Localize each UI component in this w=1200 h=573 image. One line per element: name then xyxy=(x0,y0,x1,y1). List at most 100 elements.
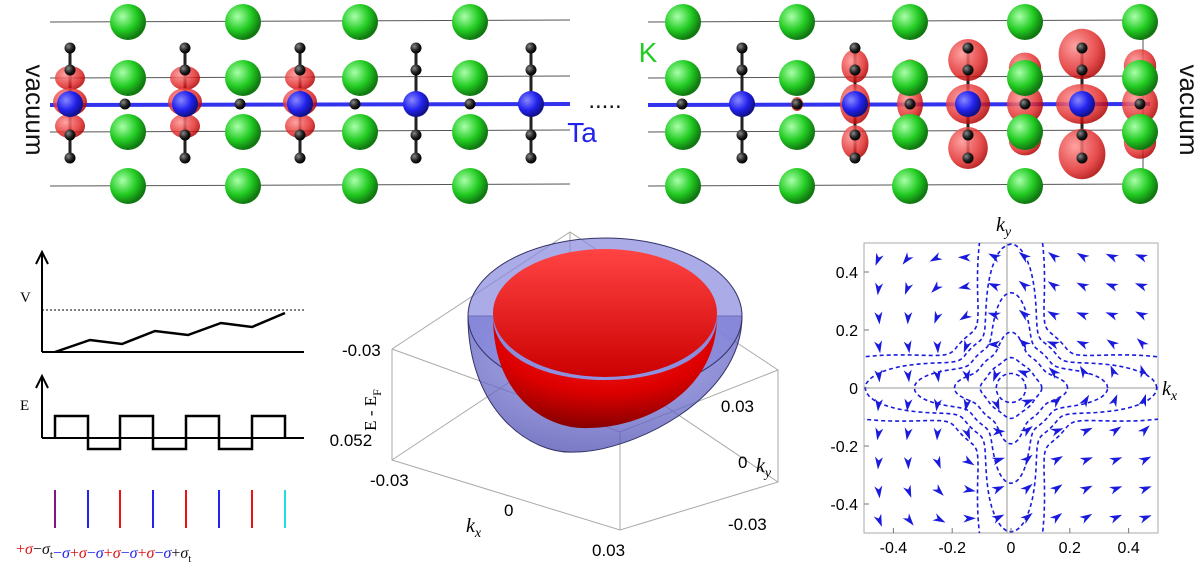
spin-arrow xyxy=(903,340,912,354)
spin-arrow xyxy=(932,455,941,469)
spin-arrow xyxy=(1138,486,1152,495)
spin-arrow xyxy=(1136,338,1149,350)
c-atom xyxy=(64,152,76,164)
c-atom xyxy=(736,42,748,54)
c-atom xyxy=(410,152,422,164)
ta-atom-label: Ta xyxy=(567,117,597,148)
k-atom xyxy=(110,114,146,150)
c-atom xyxy=(234,98,246,110)
spin-arrow xyxy=(903,456,912,470)
c-atom xyxy=(962,42,974,54)
ta-atom xyxy=(403,91,429,117)
potential-curve xyxy=(54,311,286,354)
spin-arrow xyxy=(875,427,884,441)
spin-arrow xyxy=(1046,341,1060,350)
y-tick-label: -0.4 xyxy=(830,497,858,514)
spin-arrow xyxy=(987,312,1001,321)
kx-tick-right: 0.03 xyxy=(592,541,625,560)
spin-arrow xyxy=(903,369,912,383)
sheet-subscript: t xyxy=(50,549,53,561)
x-tick-label: 0 xyxy=(1007,540,1016,557)
sheet-sigma: σ xyxy=(42,541,51,558)
spin-arrow xyxy=(874,340,882,354)
ta-atom xyxy=(518,91,544,117)
sheet-sign: + xyxy=(70,545,79,562)
c-atom xyxy=(349,98,361,110)
density-lobe xyxy=(170,114,200,138)
spin-arrow xyxy=(1079,457,1093,466)
sheet-sigma: σ xyxy=(163,545,172,562)
spin-arrow xyxy=(1020,483,1033,495)
spin-arrow xyxy=(1108,426,1122,437)
x-tick-label: -0.4 xyxy=(880,540,908,557)
c-atom xyxy=(294,152,306,164)
spin-arrow xyxy=(873,513,882,527)
spin-arrow xyxy=(1076,312,1090,321)
sheet-sign: − xyxy=(121,545,130,562)
spin-arrow xyxy=(874,311,883,325)
spin-arrow xyxy=(1109,457,1123,466)
field-curve xyxy=(53,414,287,451)
k-atom xyxy=(1007,4,1043,40)
k-atom xyxy=(665,4,701,40)
k-atom xyxy=(342,4,378,40)
spin-arrow xyxy=(1105,283,1119,292)
spin-arrow xyxy=(1020,454,1033,466)
ky-tick-mid: 0 xyxy=(738,453,747,472)
vacuum-left-label: vacuum xyxy=(20,64,50,155)
k-atom xyxy=(342,60,378,96)
spin-arrow xyxy=(1020,512,1033,524)
z-axis-label: E - EF xyxy=(361,389,384,431)
spin-arrow xyxy=(932,513,946,523)
spin-arrow xyxy=(933,427,942,441)
sheet-sigma: σ xyxy=(25,541,34,558)
c-atom xyxy=(962,64,974,76)
ta-atom xyxy=(955,91,981,117)
k-atom xyxy=(779,168,815,204)
spin-arrow xyxy=(963,514,976,523)
spin-arrow xyxy=(1018,339,1031,350)
spin-arrow xyxy=(902,513,914,526)
c-atom xyxy=(410,129,422,141)
potential-field-svg: V E +σ−σt−σ+σ−σ+σ−σ+σ−σ+σt xyxy=(16,249,304,565)
inner-band-top xyxy=(493,249,717,377)
fermi-contour xyxy=(953,331,1069,445)
k-atom xyxy=(892,114,928,150)
potential-axis-label: V xyxy=(20,290,31,306)
density-lobe xyxy=(841,125,869,159)
spin-arrow xyxy=(1134,254,1149,263)
c-atom xyxy=(736,129,748,141)
k-atom xyxy=(1007,60,1043,96)
c-atom xyxy=(64,42,76,54)
spin-arrows xyxy=(873,251,1152,527)
crystal-structure-panel: vacuum vacuum ..... K Ta xyxy=(0,0,1200,210)
spin-arrow xyxy=(1140,364,1149,379)
spin-arrow xyxy=(1134,283,1149,292)
x-tick-label: -0.2 xyxy=(938,540,966,557)
c-atom xyxy=(1019,98,1031,110)
k-atom xyxy=(779,114,815,150)
charge-sheet-lines xyxy=(54,490,286,528)
ky-tick-top: 0.03 xyxy=(721,397,754,416)
spin-arrow xyxy=(963,339,972,353)
spin-arrow xyxy=(988,253,1002,263)
spin-arrow xyxy=(904,427,913,441)
k-atom xyxy=(779,60,815,96)
sheet-sign: − xyxy=(53,545,62,562)
spin-arrow xyxy=(1108,394,1118,408)
c-atom xyxy=(525,129,537,141)
k-atom xyxy=(452,4,488,40)
ky-tick-bottom: -0.03 xyxy=(728,515,767,534)
spin-arrow xyxy=(961,455,975,466)
c-atom xyxy=(849,64,861,76)
sheet-sign: + xyxy=(171,545,180,562)
k-atom xyxy=(779,4,815,40)
c-atom xyxy=(1076,42,1088,54)
spin-arrow xyxy=(902,252,914,265)
spin-arrow xyxy=(991,397,1000,411)
spin-arrow xyxy=(991,486,1005,495)
sheet-sigma: σ xyxy=(147,545,156,562)
sheet-sign: + xyxy=(16,541,25,558)
c-atom xyxy=(179,42,191,54)
spin-arrow xyxy=(1138,456,1152,466)
